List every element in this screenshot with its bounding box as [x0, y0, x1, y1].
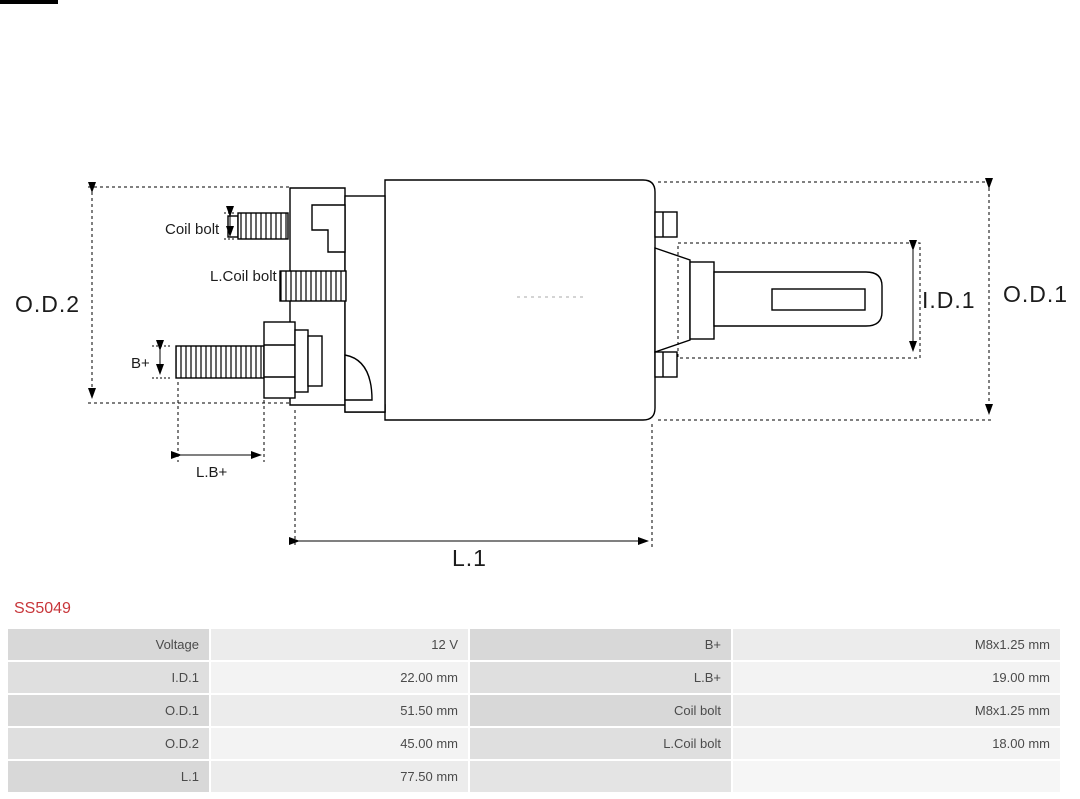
spec-value-cell: 77.50 mm: [211, 761, 468, 792]
dim-label-l-coil-bolt: L.Coil bolt: [210, 268, 278, 285]
spec-value-cell: 51.50 mm: [211, 695, 468, 726]
part-number: SS5049: [14, 600, 71, 617]
spec-label-cell: L.Coil bolt: [470, 728, 731, 759]
dim-label-b-plus: B+: [131, 355, 150, 372]
dim-od2: [88, 182, 292, 404]
plunger-shaft: [654, 211, 883, 378]
dim-l-b-plus: [171, 382, 265, 462]
solenoid-body: [175, 179, 656, 421]
spec-label-cell: O.D.2: [8, 728, 209, 759]
spec-value-cell: [733, 761, 1060, 792]
dim-l1: [289, 410, 653, 548]
spec-value-cell: 12 V: [211, 629, 468, 660]
spec-label-cell: [470, 761, 731, 792]
spec-value-cell: 22.00 mm: [211, 662, 468, 693]
dim-od1: [658, 178, 994, 421]
spec-value-cell: 45.00 mm: [211, 728, 468, 759]
dim-coil-bolt: [224, 206, 236, 240]
corner-mark: [0, 0, 58, 4]
spec-value-cell: 18.00 mm: [733, 728, 1060, 759]
spec-value-cell: 19.00 mm: [733, 662, 1060, 693]
spec-label-cell: Coil bolt: [470, 695, 731, 726]
dim-label-l-b-plus: L.B+: [196, 464, 228, 481]
spec-label-cell: I.D.1: [8, 662, 209, 693]
spec-label-cell: Voltage: [8, 629, 209, 660]
dim-label-l1: L.1: [452, 545, 487, 571]
spec-label-cell: B+: [470, 629, 731, 660]
solenoid-diagram: O.D.2 O.D.1 I.D.1 Coil bolt L.Coil bolt: [15, 178, 1068, 571]
dim-label-coil-bolt: Coil bolt: [165, 221, 220, 238]
dim-label-od1: O.D.1: [1003, 281, 1068, 307]
spec-label-cell: L.1: [8, 761, 209, 792]
dim-label-id1: I.D.1: [922, 287, 976, 313]
dim-b-plus: [152, 340, 172, 379]
spec-table: Voltage 12 V B+ M8x1.25 mm I.D.1 22.00 m…: [8, 629, 1060, 792]
spec-value-cell: M8x1.25 mm: [733, 695, 1060, 726]
spec-value-cell: M8x1.25 mm: [733, 629, 1060, 660]
dim-label-od2: O.D.2: [15, 291, 80, 317]
spec-label-cell: L.B+: [470, 662, 731, 693]
dim-id1: [677, 240, 921, 359]
spec-label-cell: O.D.1: [8, 695, 209, 726]
